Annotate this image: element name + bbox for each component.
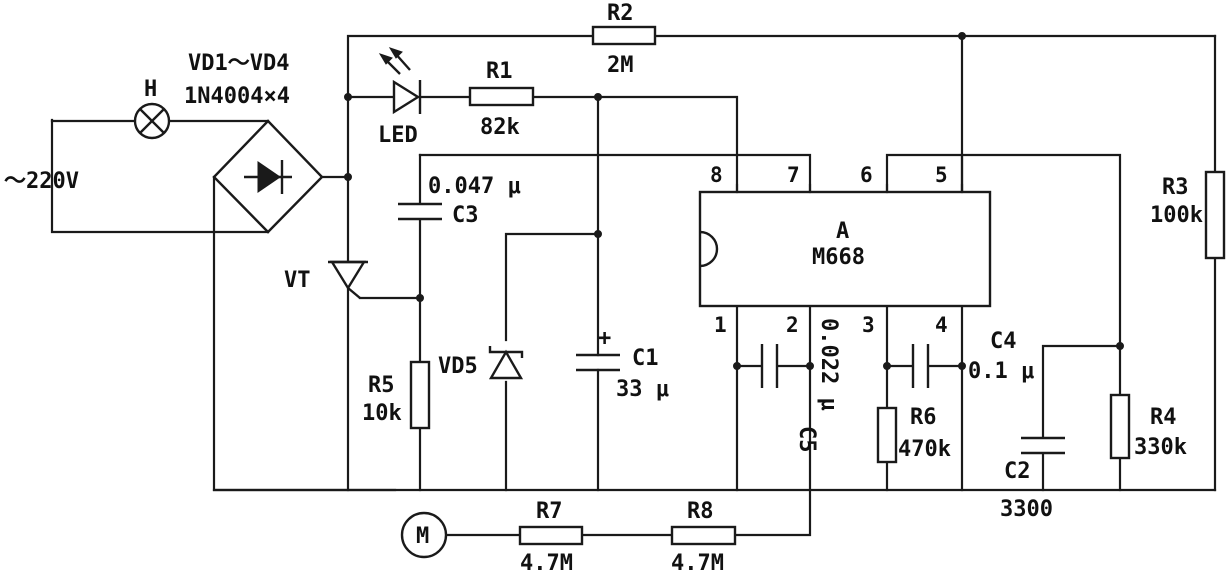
resistor-r8 [670, 525, 737, 546]
wire-ac-top [50, 118, 137, 123]
ic-pin-3: 3 [862, 313, 875, 337]
ic-pin-4: 4 [935, 313, 948, 337]
resistor-r4 [1109, 393, 1131, 460]
capacitor-c4 [911, 344, 930, 388]
c3-label: C3 [452, 203, 479, 228]
capacitor-c2 [1021, 436, 1065, 455]
r1-label: R1 [486, 59, 513, 84]
vt-label: VT [284, 268, 311, 293]
resistor-r2 [591, 25, 657, 46]
r7-value: 4.7M [520, 551, 573, 575]
resistor-r1 [468, 86, 535, 107]
r3-label: R3 [1162, 175, 1189, 200]
source-label: ～220V [4, 169, 79, 194]
junction-dots [344, 32, 1124, 370]
led-label: LED [378, 123, 418, 148]
resistor-r7 [518, 525, 584, 546]
c4-label: C4 [990, 329, 1017, 354]
ic-notch [699, 230, 719, 268]
ic-name: A [836, 219, 849, 244]
lamp-h [133, 102, 171, 140]
wire-plus-rail [346, 34, 595, 492]
wire-r1-pin8 [531, 95, 739, 194]
r7-label: R7 [536, 499, 563, 524]
capacitor-c3 [398, 202, 442, 221]
r2-value: 2M [607, 53, 634, 78]
r4-value: 330k [1134, 435, 1187, 460]
ic-pin-1: 1 [714, 313, 727, 337]
resistor-r3 [1204, 170, 1226, 260]
r5-label: R5 [368, 373, 395, 398]
resistor-r5 [409, 360, 431, 430]
ic-pin-5: 5 [935, 163, 948, 187]
lamp-label: H [144, 77, 157, 102]
resistor-r6 [876, 406, 898, 464]
r3-value: 100k [1150, 203, 1203, 228]
thyristor-vt [328, 260, 368, 299]
r2-label: R2 [607, 1, 634, 26]
wiring [50, 34, 1217, 537]
wire-vd5-top [504, 232, 600, 342]
r6-label: R6 [910, 405, 937, 430]
c2-value: 3300 [1000, 497, 1053, 522]
r5-value: 10k [362, 401, 402, 426]
r6-value: 470k [898, 437, 951, 462]
bridge-label: VD1～VD4 [188, 51, 289, 76]
wire-bridge-minus [212, 175, 397, 492]
ic-pin-2: 2 [786, 313, 799, 337]
motor-label: M [416, 524, 429, 549]
ic-pin-7: 7 [787, 163, 800, 187]
ic-part: M668 [812, 245, 865, 270]
labels: ～220V H VD1～VD4 1N4004×4 LED R1 82k R2 2… [4, 1, 1203, 575]
wire-c3-rail [418, 153, 812, 194]
ic-pin-8: 8 [710, 163, 723, 187]
motor-m [400, 511, 448, 559]
led-diode [378, 47, 422, 115]
r8-label: R8 [687, 499, 714, 524]
c2-label: C2 [1004, 459, 1031, 484]
r4-label: R4 [1150, 405, 1177, 430]
wire-pin6 [885, 153, 1122, 397]
bridge-part: 1N4004×4 [184, 84, 290, 109]
wire-ac-left [50, 119, 270, 234]
c5-value: 0.022 μ [816, 318, 841, 411]
c3-value: 0.047 μ [428, 174, 521, 199]
wire-c2-top [1041, 344, 1122, 439]
c5-label: C5 [794, 426, 819, 453]
c1-value: 33 μ [616, 377, 669, 402]
r1-value: 82k [480, 115, 520, 140]
c1-polarity: + [598, 326, 611, 351]
zener-diode-vd5 [488, 346, 524, 380]
c4-value: 0.1 μ [968, 359, 1034, 384]
ic-pin-6: 6 [860, 163, 873, 187]
capacitor-c5 [760, 344, 779, 388]
c1-label: C1 [632, 346, 659, 371]
r8-value: 4.7M [671, 551, 724, 575]
vd5-label: VD5 [438, 354, 478, 379]
capacitor-c1 [576, 353, 620, 372]
bridge-rectifier [212, 119, 324, 234]
ic-m668 [698, 183, 992, 308]
wire-pin2 [733, 304, 812, 537]
